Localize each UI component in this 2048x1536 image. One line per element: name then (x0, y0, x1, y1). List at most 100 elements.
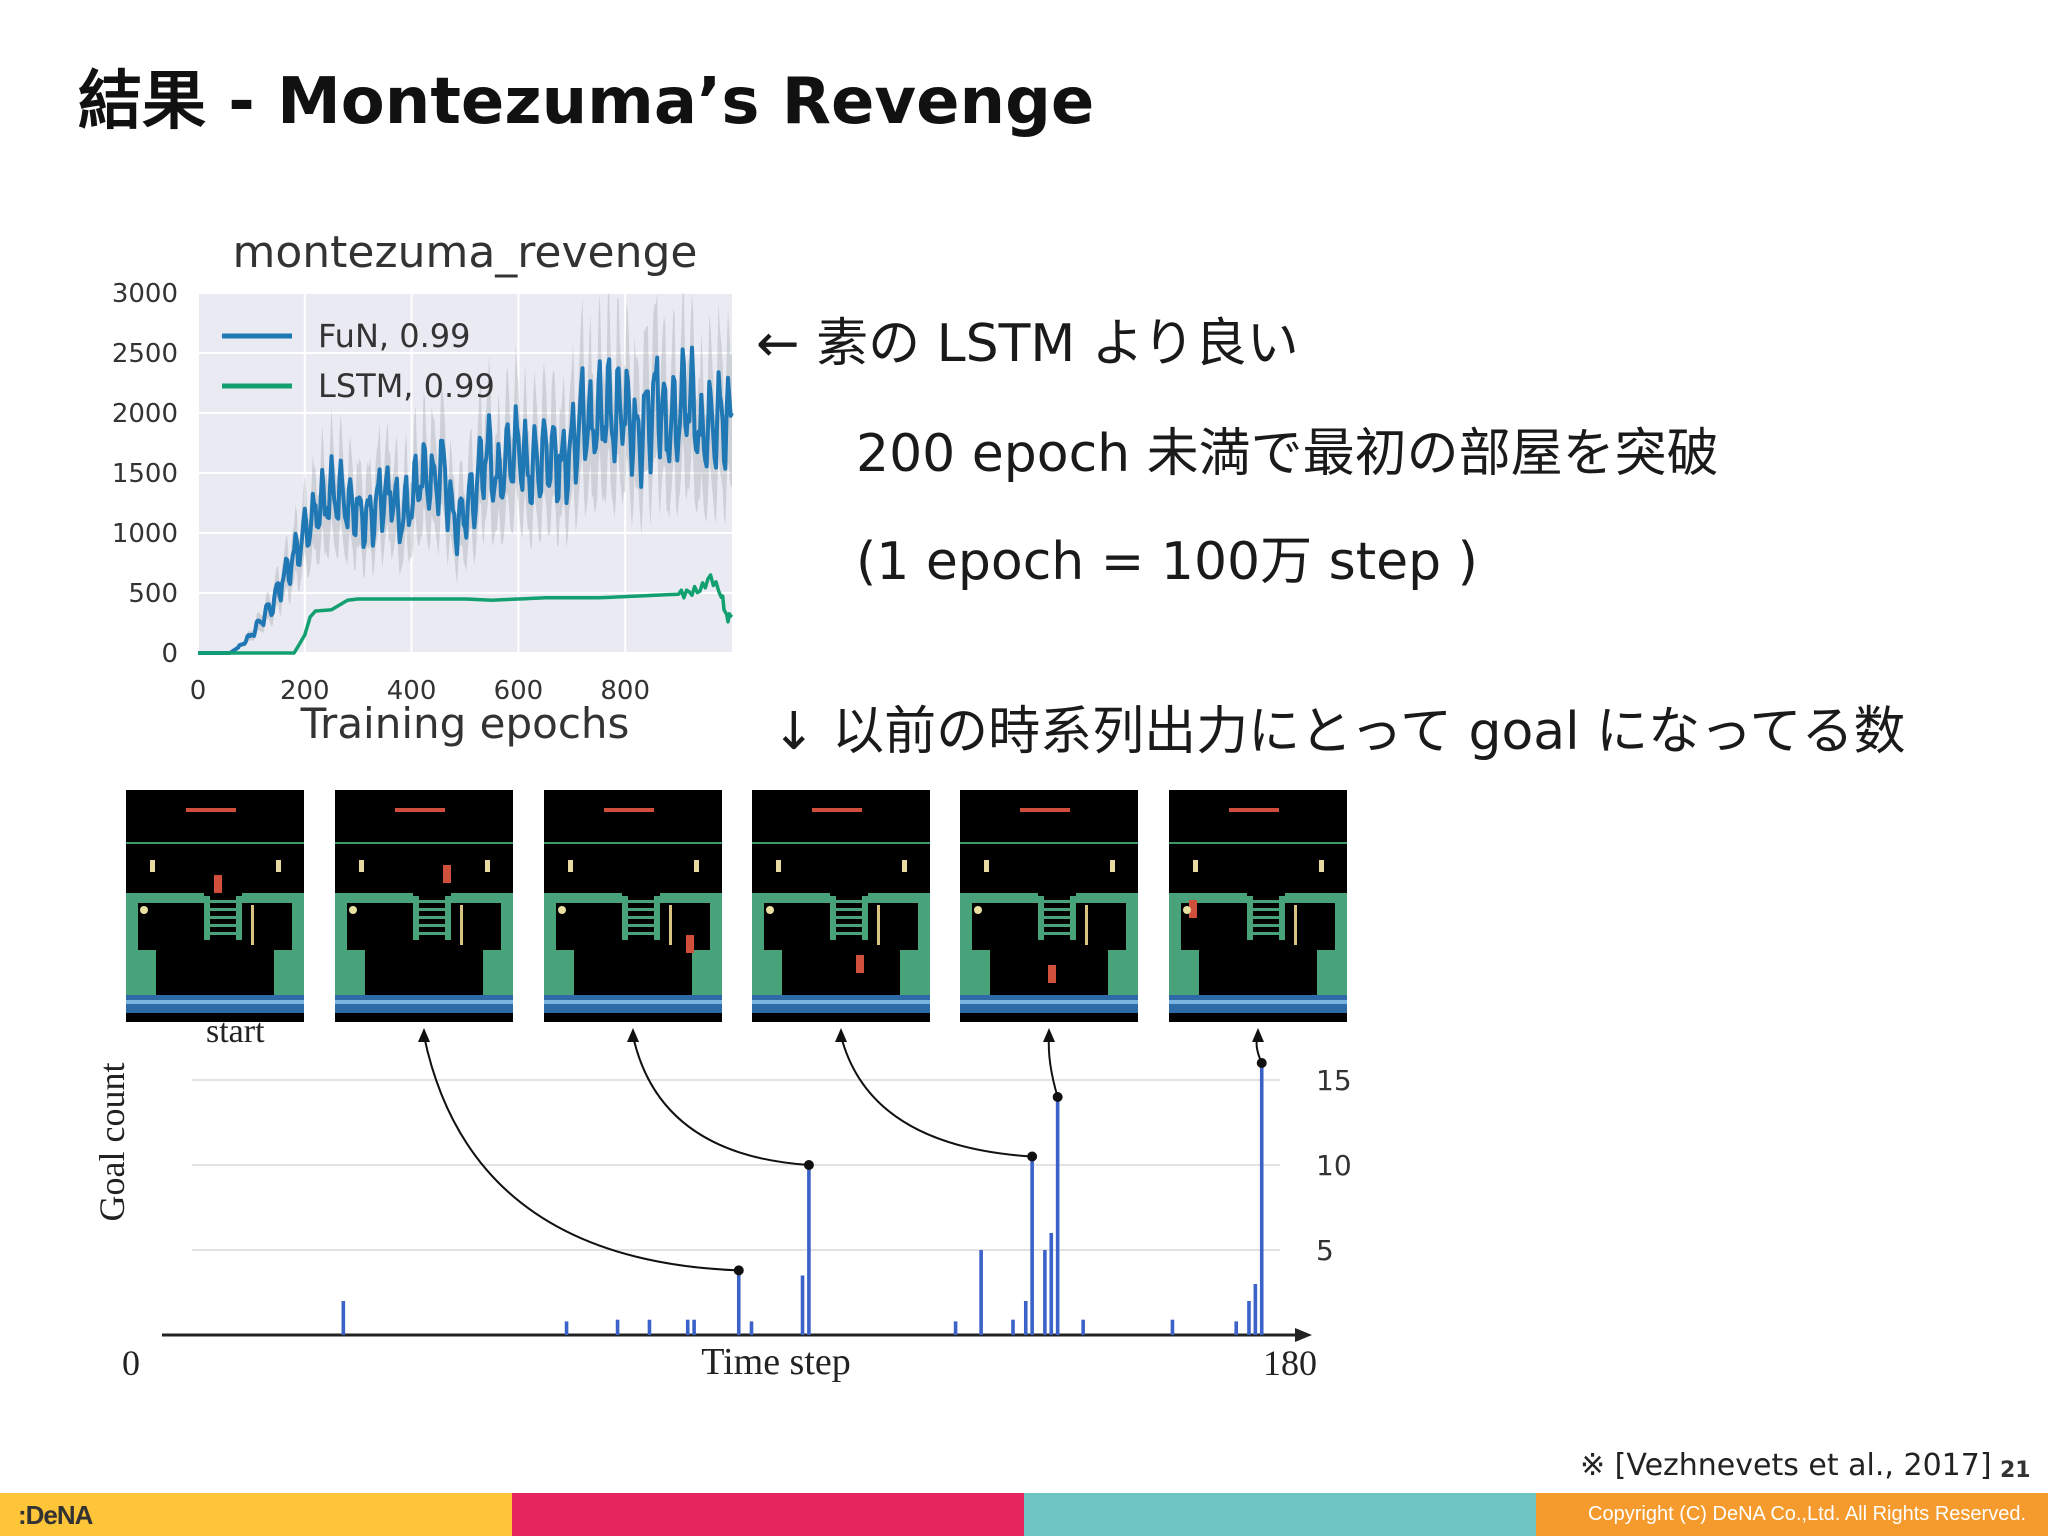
frame-arrowhead (835, 1028, 847, 1042)
series-lines (198, 345, 734, 655)
frame-rope (877, 905, 880, 945)
frame-arrows (418, 1028, 1267, 1276)
frame-key (1183, 906, 1191, 914)
x-tick-label: 180 (1263, 1343, 1317, 1383)
frame-door (359, 860, 364, 872)
frame-score (604, 808, 654, 812)
frame-ladder-rung (210, 932, 236, 935)
frame-ladder-rung (210, 916, 236, 919)
frame-divider (1169, 842, 1347, 844)
frame-water-highlight (1169, 1000, 1347, 1004)
copyright: Copyright (C) DeNA Co.,Ltd. All Rights R… (1588, 1503, 2026, 1525)
frame-ladder-rung (1044, 924, 1070, 927)
frame-ladder-rung (628, 908, 654, 911)
x-tick-label: 200 (280, 676, 330, 706)
frame-ladder-rung (628, 924, 654, 927)
frame-ladder-rung (1044, 916, 1070, 919)
series-line-fun (198, 345, 734, 655)
start-label: start (206, 1013, 265, 1050)
goal-bar (807, 1165, 811, 1335)
arrow-anchor-dot (803, 1160, 814, 1170)
frame-divider (335, 842, 513, 844)
y-axis-label: Goal count (92, 1063, 132, 1222)
frame-ladder-rung (210, 924, 236, 927)
frame-platform (1169, 893, 1247, 903)
frame-platform (242, 893, 304, 903)
frame-score (395, 808, 445, 812)
frame-wall (960, 950, 990, 995)
frame-ladder-rung (1253, 932, 1279, 935)
series-line-lstm (198, 573, 734, 655)
slide-title: 結果 - Montezuma’s Revenge (78, 65, 1095, 139)
frame-ladder-rung (628, 916, 654, 919)
frame-ladder-rung (1253, 908, 1279, 911)
frame-door (694, 860, 699, 872)
frame-water-highlight (335, 1000, 513, 1004)
frame-score (186, 808, 236, 812)
goal-bar (1043, 1250, 1047, 1335)
frame-wall (335, 950, 365, 995)
goal-bar (1011, 1319, 1015, 1335)
frame-rope (669, 905, 672, 945)
arrow-anchor-dot (1256, 1058, 1267, 1068)
frame-ladder-rung (836, 900, 862, 903)
frame-key (766, 906, 774, 914)
frame-key (140, 906, 148, 914)
frame-platform (960, 893, 1038, 903)
frame-player (1189, 900, 1197, 918)
goal-bar (800, 1275, 805, 1335)
frame-divider (752, 842, 930, 844)
game-frame (960, 790, 1138, 1022)
y-tick-label: 2000 (112, 399, 178, 429)
y-tick-label: 2500 (112, 339, 178, 369)
frame-key (974, 906, 982, 914)
frame-wall (692, 950, 722, 995)
arrow-anchor-dot (1027, 1151, 1038, 1162)
y-tick-label: 0 (161, 639, 178, 669)
frame-arrowhead (1043, 1028, 1055, 1042)
frame-ladder-rung (1253, 916, 1279, 919)
footer-segment-orange (1536, 1493, 2048, 1536)
note-goal-count: ↓ 以前の時系列出力にとって goal になってる数 (772, 702, 1906, 762)
frame-water-highlight (752, 1000, 930, 1004)
frame-score (1229, 808, 1279, 812)
frame-wall (126, 950, 156, 995)
frame-ladder-rung (628, 900, 654, 903)
game-frame (335, 790, 513, 1022)
frame-door (568, 860, 573, 872)
frame-ladder-rung (1044, 932, 1070, 935)
citation: ※ [Vezhnevets et al., 2017] (1580, 1448, 1992, 1483)
frame-wall (752, 950, 782, 995)
arrow-anchor-dot (733, 1265, 744, 1276)
frame-ladder-rung (628, 932, 654, 935)
frame-rope (1085, 905, 1088, 945)
frame-wall (1169, 950, 1199, 995)
frame-ladder-rung (419, 932, 445, 935)
goal-bar (979, 1250, 983, 1335)
frame-ladder-rung (1253, 900, 1279, 903)
frame-arrow (632, 1035, 809, 1166)
frame-platform (451, 893, 513, 903)
y-tick-label: 1500 (112, 459, 178, 489)
goal-bar (341, 1301, 346, 1335)
frame-player (214, 875, 222, 893)
frame-ladder-rung (836, 908, 862, 911)
frame-door (1110, 860, 1115, 872)
goal-bar (1170, 1319, 1175, 1335)
y-tick-label: 500 (128, 579, 178, 609)
frame-ladder-rung (419, 908, 445, 911)
game-frame (544, 790, 722, 1022)
frame-ladder-rung (1044, 908, 1070, 911)
footer-bar (0, 1493, 2048, 1536)
frame-wall (544, 950, 574, 995)
x-tick-label: 800 (600, 676, 650, 706)
frame-ladder-rung (210, 900, 236, 903)
frame-ladder-rung (836, 916, 862, 919)
frame-wall (1108, 950, 1138, 995)
goal-bar (1247, 1301, 1251, 1335)
frame-arrow (840, 1035, 1033, 1158)
y-tick-label: 3000 (112, 279, 178, 309)
frame-platform (1076, 893, 1138, 903)
frame-player (443, 865, 451, 883)
chart-title: montezuma_revenge (233, 230, 698, 278)
